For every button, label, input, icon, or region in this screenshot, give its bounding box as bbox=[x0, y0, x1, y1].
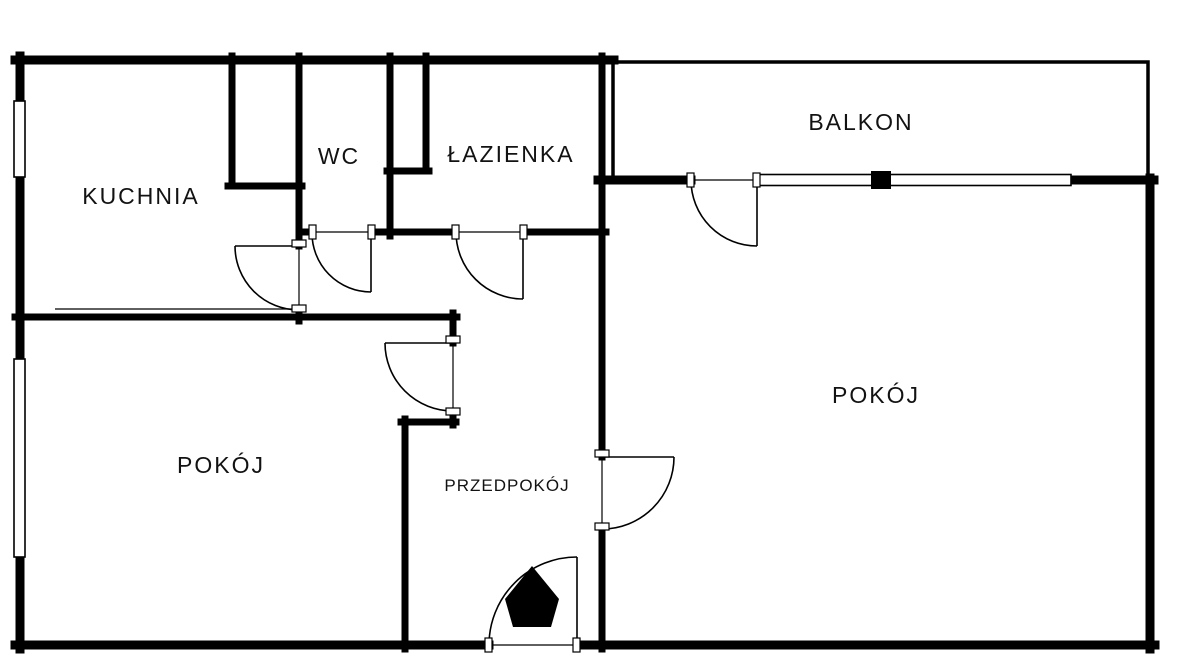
kitchen-door bbox=[234, 239, 307, 313]
kitchen-window bbox=[13, 100, 26, 178]
right-room-door bbox=[594, 449, 675, 531]
balcony-window-divider bbox=[871, 171, 891, 189]
balcony-window bbox=[756, 173, 1072, 187]
room-label-lazienka: ŁAZIENKA bbox=[447, 141, 574, 167]
room-label-kuchnia: KUCHNIA bbox=[82, 183, 200, 209]
entrance-door bbox=[484, 556, 581, 653]
room-label-wc: WC bbox=[318, 143, 360, 169]
wc-door bbox=[308, 224, 376, 293]
room-label-pokoj-left: POKÓJ bbox=[177, 452, 265, 478]
room-label-przedpokoj: PRZEDPOKÓJ bbox=[444, 476, 569, 495]
exterior-walls bbox=[10, 51, 1160, 654]
balcony-door bbox=[686, 172, 761, 247]
entrance-arrow-icon bbox=[505, 566, 559, 627]
interior-walls bbox=[11, 52, 610, 653]
balcony-outline bbox=[611, 60, 1150, 182]
room-label-pokoj-right: POKÓJ bbox=[832, 382, 920, 408]
doors bbox=[234, 172, 761, 653]
bathroom-door bbox=[451, 224, 528, 300]
left-room-door bbox=[384, 335, 461, 416]
room-labels: KUCHNIA WC ŁAZIENKA BALKON POKÓJ POKÓJ P… bbox=[82, 109, 920, 495]
room-label-balkon: BALKON bbox=[808, 109, 913, 135]
windows bbox=[13, 100, 1072, 558]
left-room-window bbox=[13, 358, 26, 558]
